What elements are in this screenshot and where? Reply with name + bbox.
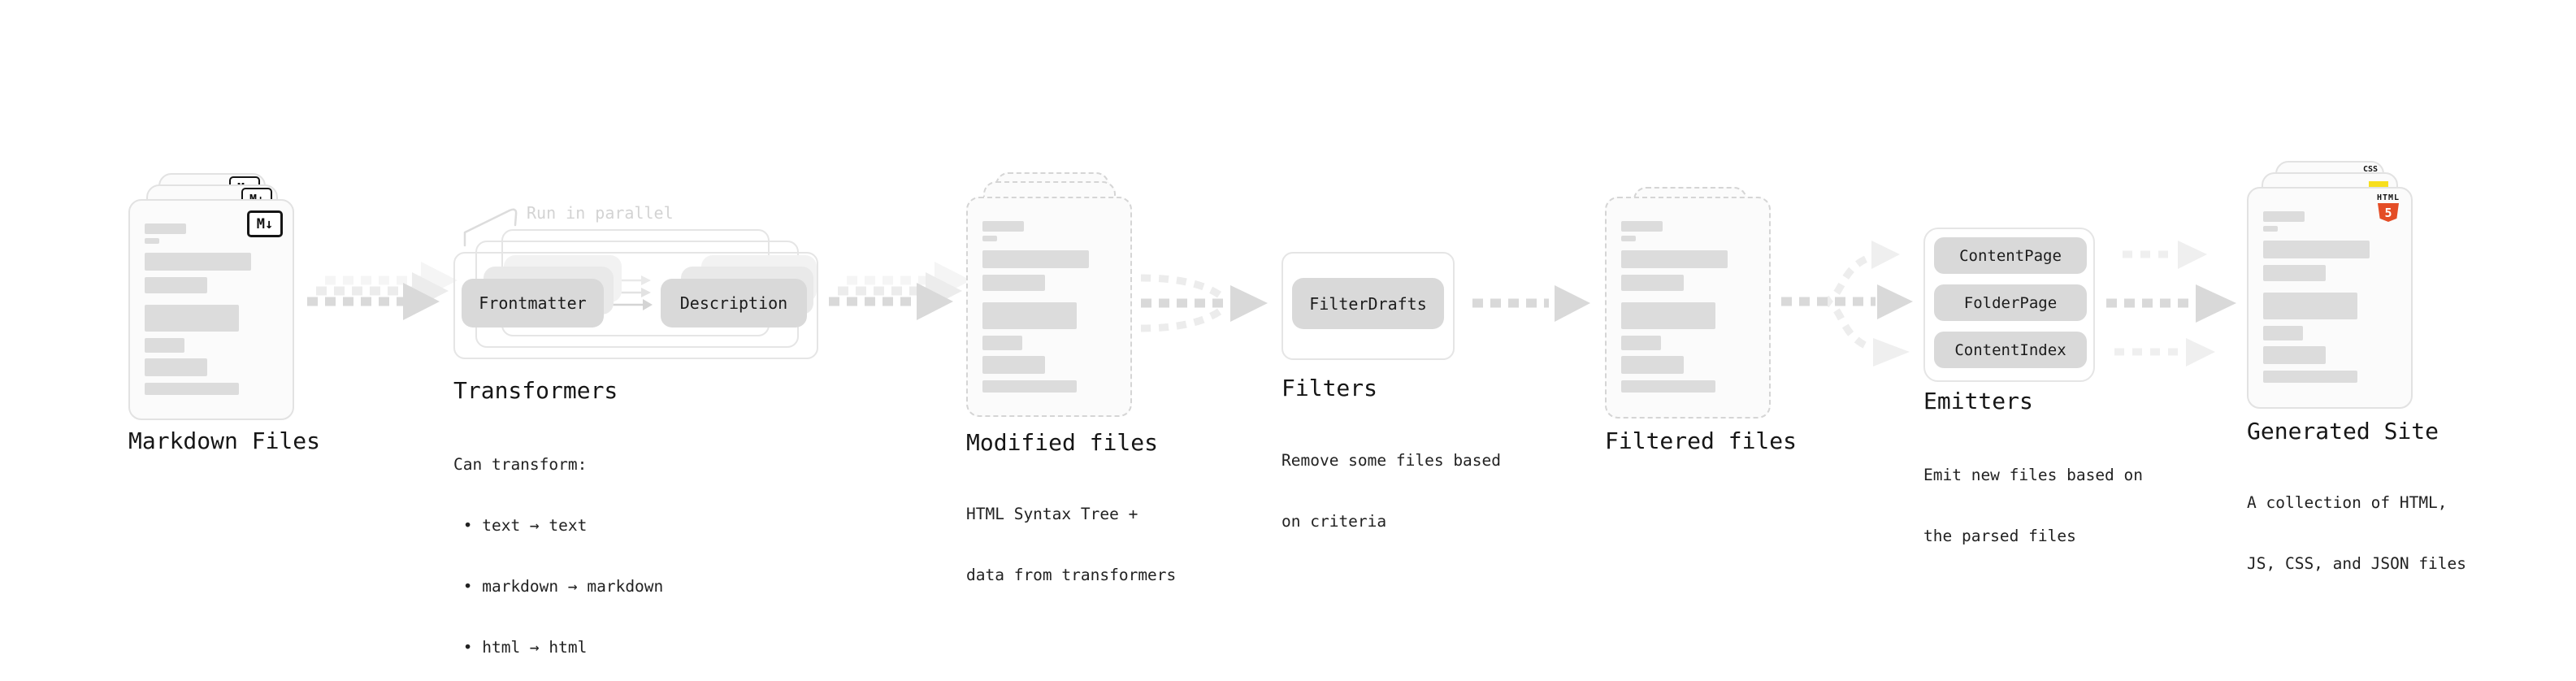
arrow-transformers-to-modified (829, 262, 971, 320)
desc-line: Emit new files based on (1923, 466, 2144, 484)
desc-line: data from transformers (966, 566, 1177, 584)
arrow-filtered-to-emitters (1781, 241, 1913, 367)
stage-label-emitters: Emitters (1923, 388, 2033, 414)
emitters-box (1923, 228, 2095, 382)
html5-icon-word: HTML (2376, 193, 2400, 202)
placeholder-bar (1621, 336, 1662, 350)
emitters-description: Emit new files based on the parsed files (1923, 424, 2143, 587)
run-in-parallel-note: Run in parallel (527, 203, 674, 223)
placeholder-bar (982, 356, 1046, 374)
stage-label-filters: Filters (1281, 375, 1378, 401)
desc-line: Can transform: (453, 455, 588, 474)
filtered-file-card (1605, 197, 1771, 419)
placeholder-bar (1621, 236, 1637, 241)
stage-label-markdown-files: Markdown Files (128, 427, 321, 454)
placeholder-bar (145, 338, 185, 353)
placeholder-bar (2263, 226, 2279, 232)
filters-box (1281, 252, 1455, 360)
placeholder-bar (1621, 356, 1685, 374)
document-placeholder-lines (968, 198, 1130, 393)
arrow-markdown-to-transformers (307, 262, 458, 320)
desc-line: • markdown → markdown (453, 577, 664, 596)
markdown-file-card: M↓ (128, 199, 294, 420)
desc-line: • text → text (453, 516, 588, 535)
placeholder-bar (145, 383, 240, 395)
placeholder-bar (982, 380, 1078, 393)
filter-pill-filterdrafts: FilterDrafts (1292, 278, 1444, 329)
placeholder-bar (982, 275, 1046, 291)
placeholder-bar (2263, 265, 2327, 281)
document-placeholder-lines (1607, 198, 1769, 393)
placeholder-bar (145, 277, 208, 293)
placeholder-bar (1621, 221, 1663, 232)
placeholder-bar (982, 250, 1090, 268)
document-placeholder-lines (130, 201, 293, 395)
placeholder-bar (145, 223, 186, 234)
desc-line: the parsed files (1923, 527, 2076, 545)
emitter-pill-folderpage: FolderPage (1934, 284, 2087, 321)
stage-label-transformers: Transformers (453, 377, 618, 404)
html5-icon-number: 5 (2384, 205, 2392, 220)
placeholder-bar (145, 238, 160, 244)
placeholder-bar (145, 358, 208, 376)
stage-label-generated-site: Generated Site (2247, 418, 2439, 445)
html5-icon-shield: 5 (2378, 203, 2399, 222)
placeholder-bar (145, 253, 252, 271)
emitter-pill-contentpage: ContentPage (1934, 237, 2087, 274)
placeholder-bar (145, 305, 240, 332)
desc-line: on criteria (1281, 512, 1387, 531)
placeholder-bar (982, 336, 1023, 350)
placeholder-bar (982, 302, 1078, 329)
arrow-filters-to-filtered (1472, 285, 1590, 322)
transformer-pill-description: Description (661, 279, 807, 327)
generated-file-card: HTML 5 (2247, 187, 2413, 409)
generated-site-description: A collection of HTML, JS, CSS, and JSON … (2247, 452, 2466, 614)
desc-line: HTML Syntax Tree + (966, 505, 1138, 523)
placeholder-bar (1621, 380, 1716, 393)
placeholder-bar (2263, 241, 2370, 258)
placeholder-bar (1621, 275, 1685, 291)
desc-line: A collection of HTML, (2247, 493, 2448, 512)
placeholder-bar (2263, 326, 2304, 340)
placeholder-bar (982, 236, 998, 241)
modified-file-card (966, 197, 1132, 417)
placeholder-bar (2263, 371, 2358, 383)
placeholder-bar (982, 221, 1024, 232)
emitter-pill-contentindex: ContentIndex (1934, 332, 2087, 368)
placeholder-bar (1621, 250, 1728, 268)
html5-icon: HTML 5 (2374, 193, 2403, 222)
desc-line: JS, CSS, and JSON files (2247, 554, 2467, 573)
filters-description: Remove some files based on criteria (1281, 410, 1501, 572)
markdown-icon: M↓ (247, 210, 283, 237)
placeholder-bar (1621, 302, 1716, 329)
stage-label-modified-files: Modified files (966, 429, 1159, 456)
transformer-pill-frontmatter: Frontmatter (462, 279, 604, 327)
modified-files-description: HTML Syntax Tree + data from transformer… (966, 463, 1176, 626)
transformers-description: Can transform: • text → text • markdown … (453, 414, 663, 681)
desc-line: Remove some files based (1281, 451, 1502, 470)
placeholder-bar (2263, 293, 2358, 319)
document-placeholder-lines (2249, 189, 2411, 383)
desc-line: • html → html (453, 638, 588, 657)
arrow-emitters-to-generated (2106, 241, 2236, 367)
arrow-modified-to-filters (1140, 274, 1268, 332)
stage-label-filtered-files: Filtered files (1605, 427, 1798, 454)
placeholder-bar (2263, 346, 2327, 364)
transformers-box (453, 252, 818, 359)
placeholder-bar (2263, 211, 2305, 222)
